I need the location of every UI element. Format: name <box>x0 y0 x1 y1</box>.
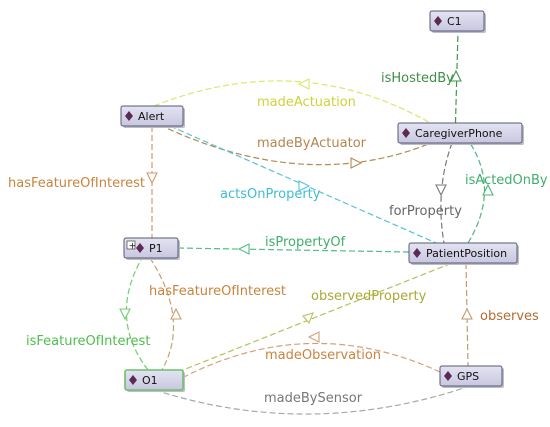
arrow-head-icon <box>350 157 363 169</box>
edge-isActedOnBy[interactable] <box>467 142 494 244</box>
edge-madeActuation[interactable] <box>153 78 433 125</box>
node-label: PatientPosition <box>426 247 507 260</box>
node-box <box>120 105 184 127</box>
node-label: GPS <box>457 370 479 383</box>
edge-line <box>169 125 453 251</box>
node-label: CaregiverPhone <box>415 127 503 140</box>
edge-hasFeatureOfInterest_alert[interactable] <box>146 126 158 238</box>
edge-isFeatureOfInterest[interactable] <box>119 257 149 371</box>
expand-icon[interactable] <box>126 240 136 250</box>
individual-diamond-icon <box>434 16 442 26</box>
individual-diamond-icon <box>402 128 410 138</box>
arrow-head-icon <box>237 243 250 255</box>
node-label: Alert <box>138 110 165 123</box>
arrow-head-icon <box>302 312 314 325</box>
edge-labels-layer: isHostedBy madeActuation madeByActuator act… <box>8 71 548 406</box>
edge-label: observes <box>480 309 539 324</box>
edge-line <box>149 257 175 371</box>
edge-label: isFeatureOfInterest <box>26 334 150 349</box>
edge-actsOnProperty[interactable] <box>169 125 453 251</box>
individual-diamond-icon <box>125 111 133 121</box>
edge-label: actsOnProperty <box>220 187 321 202</box>
node-alert[interactable]: Alert <box>120 105 185 128</box>
edge-label: isPropertyOf <box>265 235 346 250</box>
edge-isPropertyOf[interactable] <box>177 243 410 255</box>
node-label: O1 <box>142 374 158 387</box>
edge-label: isActedOnBy <box>465 173 548 188</box>
node-box <box>408 242 518 264</box>
arrow-head-icon <box>461 307 473 320</box>
edge-observes[interactable] <box>461 262 473 367</box>
expand-symbol: + <box>129 241 137 251</box>
edge-line <box>467 142 486 244</box>
edge-label: madeObservation <box>265 348 381 363</box>
arrow-head-icon <box>450 69 462 82</box>
edge-label: hasFeatureOfInterest <box>8 176 145 191</box>
node-caregiverphone[interactable]: CaregiverPhone <box>397 122 524 145</box>
edge-label: forProperty <box>389 204 462 219</box>
node-gps[interactable]: GPS <box>439 365 504 388</box>
edge-label: madeByActuator <box>257 136 367 151</box>
node-p1[interactable]: + P1 <box>123 237 180 260</box>
arrow-head-icon <box>119 308 131 321</box>
node-patientposition[interactable]: PatientPosition <box>408 242 519 265</box>
node-box <box>123 237 179 259</box>
edge-line <box>159 124 439 166</box>
edge-label: madeBySensor <box>264 391 363 406</box>
edge-label: observedProperty <box>311 289 427 304</box>
arrow-head-icon <box>146 172 158 185</box>
node-box <box>439 365 503 387</box>
individual-diamond-icon <box>413 248 421 258</box>
edge-label: isHostedBy <box>381 71 454 86</box>
node-box <box>124 369 184 391</box>
edge-line <box>177 247 410 253</box>
edge-label: madeActuation <box>257 95 356 110</box>
edge-hasFeatureOfInterest_o1[interactable] <box>149 257 182 371</box>
edge-line <box>125 257 149 371</box>
edges-layer <box>119 30 494 415</box>
individual-diamond-icon <box>444 371 452 381</box>
edge-madeByActuator[interactable] <box>159 124 439 169</box>
edge-line <box>465 262 469 367</box>
edge-madeBySensor[interactable] <box>154 385 471 415</box>
edge-line <box>177 262 453 373</box>
arrow-head-icon <box>482 183 494 196</box>
edge-madeObservation[interactable] <box>181 331 441 379</box>
edge-line <box>153 80 433 125</box>
node-label: P1 <box>149 242 163 255</box>
edge-line <box>154 385 471 415</box>
node-c1[interactable]: C1 <box>429 10 486 33</box>
arrow-head-icon <box>297 78 310 90</box>
arrow-head-icon <box>435 184 447 197</box>
arrow-head-icon <box>298 180 311 192</box>
node-o1[interactable]: O1 <box>124 369 185 392</box>
individual-diamond-icon <box>136 243 144 253</box>
arrow-head-icon <box>307 331 320 343</box>
individual-diamond-icon <box>129 375 137 385</box>
node-box <box>397 122 523 144</box>
edge-label: hasFeatureOfInterest <box>149 284 286 299</box>
node-label: C1 <box>447 15 462 28</box>
edge-observedProperty[interactable] <box>177 262 453 373</box>
edge-forProperty[interactable] <box>435 142 453 244</box>
arrow-head-icon <box>170 307 182 320</box>
node-box <box>429 10 485 32</box>
